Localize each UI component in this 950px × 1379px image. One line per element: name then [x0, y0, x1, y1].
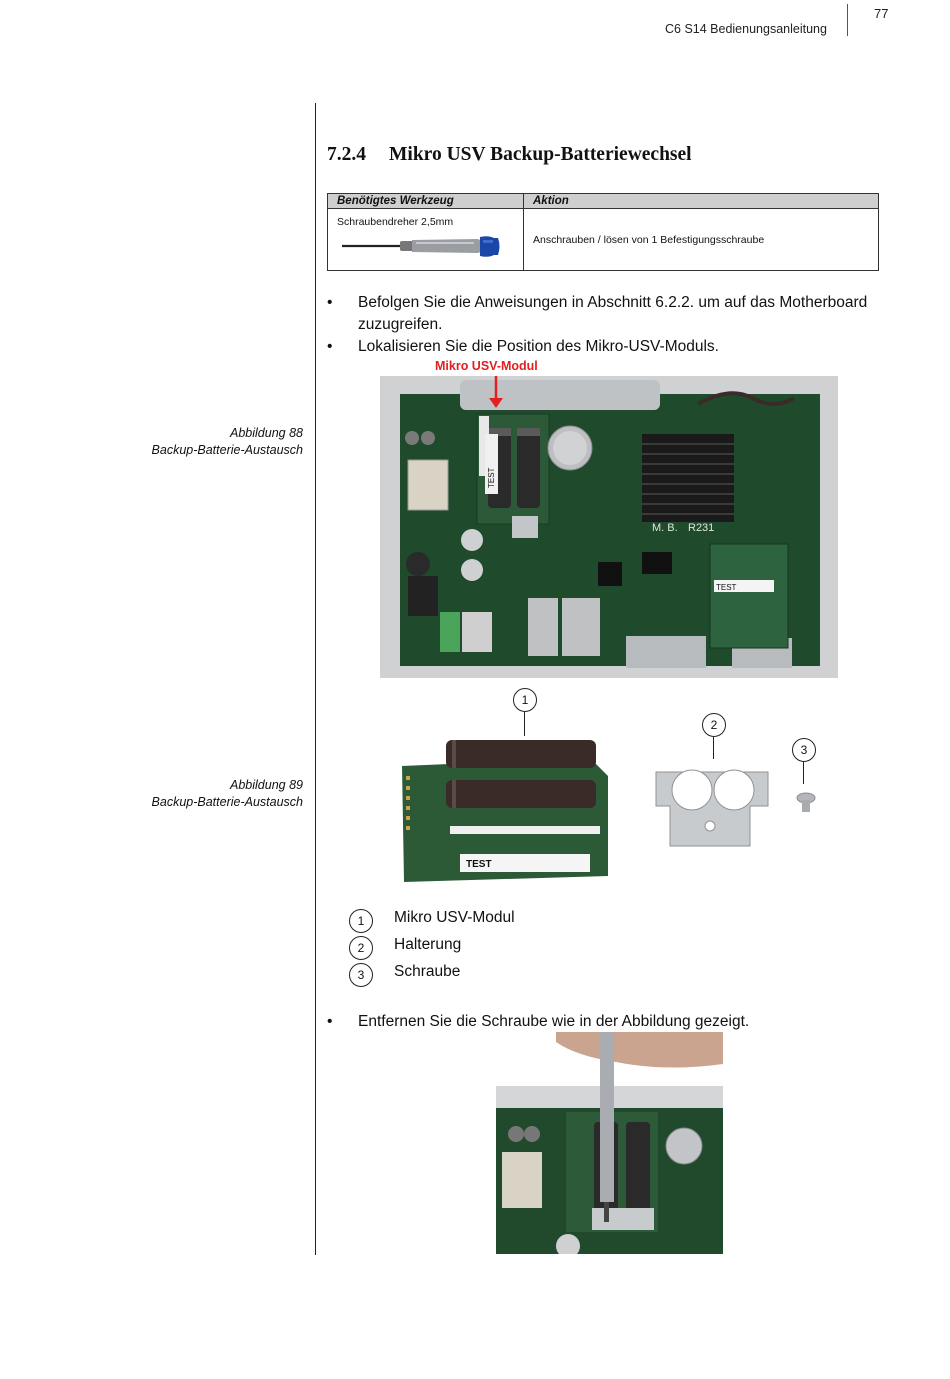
- ups-module-photo: TEST: [402, 740, 608, 882]
- section-title: Mikro USV Backup-Batteriewechsel: [389, 144, 692, 165]
- screw-photo: [796, 792, 816, 812]
- bullet-icon: •: [327, 294, 333, 311]
- header-divider: [847, 4, 848, 36]
- caption-text: Backup-Batterie-Austausch: [151, 795, 303, 809]
- page-number: 77: [874, 6, 889, 21]
- legend-label: Schraube: [394, 963, 461, 980]
- bracket-photo: [655, 769, 769, 847]
- legend-number: 2: [349, 936, 373, 960]
- table-header-row: [328, 194, 878, 209]
- table-cell-action: Anschrauben / lösen von 1 Befestigungssc…: [533, 234, 765, 246]
- callout-leader: [713, 737, 714, 759]
- board-label-test-module: TEST: [487, 467, 496, 488]
- instruction-text: Lokalisieren Sie die Position des Mikro-…: [358, 338, 719, 355]
- instruction-text: zuzugreifen.: [358, 316, 443, 333]
- board-label-test-side: TEST: [716, 583, 737, 592]
- callout-number-1: 1: [513, 688, 537, 712]
- motherboard-photo: M. B. R231 TEST TEST: [380, 376, 838, 678]
- callout-number-2: 2: [702, 713, 726, 737]
- screw-removal-photo: [496, 1032, 723, 1254]
- callout-leader: [524, 712, 525, 736]
- document-title: C6 S14 Bedienungsanleitung: [665, 22, 827, 36]
- table-cell-tool: Schraubendreher 2,5mm: [337, 216, 454, 228]
- legend-label: Halterung: [394, 936, 462, 953]
- figure-caption-88: Abbildung 88 Backup-Batterie-Austausch: [152, 425, 303, 459]
- caption-label: Abbildung 89: [230, 778, 303, 792]
- legend-label: Mikro USV-Modul: [394, 909, 515, 926]
- callout-label: Mikro USV-Modul: [435, 359, 538, 373]
- section-heading: 7.2.4 Mikro USV Backup-Batteriewechsel: [327, 144, 692, 166]
- board-label-test: TEST: [466, 859, 492, 870]
- screwdriver-icon: [342, 236, 500, 257]
- section-number: 7.2.4: [327, 144, 366, 165]
- instruction-text: Entfernen Sie die Schraube wie in der Ab…: [358, 1013, 750, 1030]
- board-label-rev: R231: [688, 522, 714, 534]
- table-column-divider: [523, 194, 524, 270]
- bullet-icon: •: [327, 338, 333, 355]
- instruction-text: Befolgen Sie die Anweisungen in Abschnit…: [358, 294, 868, 311]
- board-label-mb: M. B.: [652, 522, 678, 534]
- tool-table: Benötigtes Werkzeug Aktion Schraubendreh…: [327, 193, 879, 271]
- figure-caption-89: Abbildung 89 Backup-Batterie-Austausch: [152, 777, 303, 811]
- bullet-icon: •: [327, 1013, 333, 1030]
- callout-leader: [803, 762, 804, 784]
- legend-number: 3: [349, 963, 373, 987]
- legend-number: 1: [349, 909, 373, 933]
- table-header-tool: Benötigtes Werkzeug: [337, 195, 454, 207]
- caption-text: Backup-Batterie-Austausch: [151, 443, 303, 457]
- table-header-action: Aktion: [533, 195, 569, 207]
- caption-label: Abbildung 88: [230, 426, 303, 440]
- callout-number-3: 3: [792, 738, 816, 762]
- callout-arrow-icon: [489, 376, 503, 408]
- margin-divider: [315, 103, 316, 1255]
